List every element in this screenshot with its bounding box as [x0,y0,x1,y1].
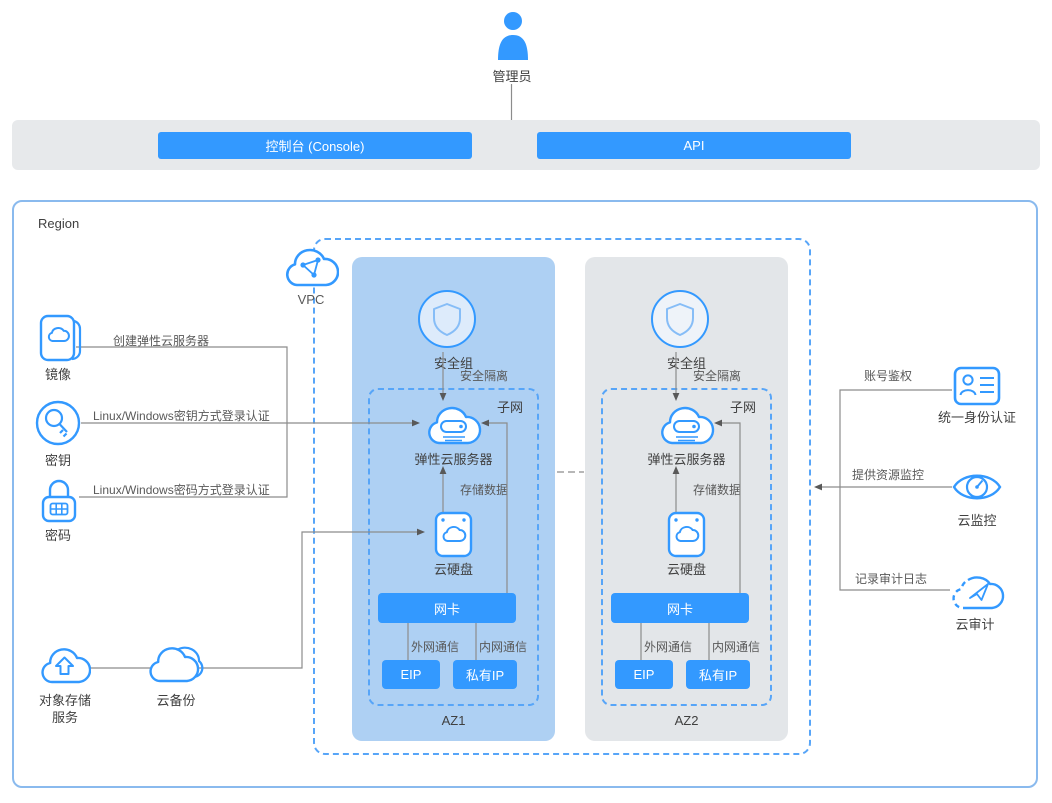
resource-monitor-link-label: 提供资源监控 [852,468,925,482]
create-ecs-link-label: 创建弹性云服务器 [113,334,210,348]
cloud-backup-icon [147,641,205,692]
eip-node: EIP [382,660,440,689]
cloud-trace-icon [948,568,1006,621]
vpc-icon [283,245,340,298]
iam-label: 统一身份认证 [937,410,1016,425]
security-group-label: 安全组 [433,356,473,371]
isolation-label: 安全隔离 [460,369,509,383]
private-ip-node: 私有IP [686,660,750,689]
evs-label: 云硬盘 [433,562,473,577]
subnet-label: 子网 [729,400,756,415]
evs-disk-icon [434,511,473,563]
int-comm-label: 内网通信 [479,640,528,654]
store-data-label: 存储数据 [693,483,742,497]
ecs-label: 弹性云服务器 [414,452,493,467]
obs-label-line2: 服务 [51,710,78,725]
password-icon [37,476,81,529]
cloud-eye-label: 云监控 [957,513,997,528]
image-service-label: 镜像 [44,367,71,382]
int-comm-label: 内网通信 [712,640,761,654]
az2-panel: 安全组 安全隔离 子网 弹性云服务器 存储数据 云硬盘 网卡 [585,257,788,741]
keypair-login-link-label: Linux/Windows密钥方式登录认证 [93,409,270,423]
private-ip-node: 私有IP [453,660,517,689]
console-button: 控制台 (Console) [158,132,472,159]
isolation-label: 安全隔离 [693,369,742,383]
image-service-icon [38,313,82,368]
az1-panel: 安全组 安全隔离 子网 弹性云服务器 存储数据 云硬盘 网卡 [352,257,555,741]
account-auth-link-label: 账号鉴权 [864,369,913,383]
obs-icon [39,644,92,693]
evs-label: 云硬盘 [666,562,706,577]
region-label: Region [38,216,80,231]
cloud-backup-label: 云备份 [156,693,196,708]
az-name-label: AZ2 [674,713,699,728]
ecs-icon [425,404,482,454]
security-group-icon [418,290,476,348]
vpc-boundary [313,238,811,755]
ecs-icon [658,404,715,454]
subnet-box: 子网 [601,388,772,706]
obs-label-line1: 对象存储 [38,693,91,708]
subnet-label: 子网 [496,400,523,415]
keypair-label: 密钥 [44,453,71,468]
store-data-label: 存储数据 [460,483,509,497]
ext-comm-label: 外网通信 [644,640,693,654]
vpc-label: VPC [297,292,325,307]
eip-node: EIP [615,660,673,689]
password-label: 密码 [44,528,71,543]
api-button: API [537,132,851,159]
keypair-icon [34,399,82,452]
cloud-eye-icon [951,466,1003,513]
security-group-label: 安全组 [666,356,706,371]
cloud-trace-label: 云审计 [955,617,995,632]
admin-label: 管理员 [492,69,532,84]
password-login-link-label: Linux/Windows密码方式登录认证 [93,483,270,497]
nic-bar: 网卡 [378,593,516,623]
evs-disk-icon [667,511,706,563]
admin-person-icon [494,11,532,68]
iam-icon [953,366,1001,411]
ext-comm-label: 外网通信 [411,640,460,654]
ecs-label: 弹性云服务器 [647,452,726,467]
audit-log-link-label: 记录审计日志 [855,572,928,586]
nic-bar: 网卡 [611,593,749,623]
az-name-label: AZ1 [441,713,466,728]
security-group-icon [651,290,709,348]
